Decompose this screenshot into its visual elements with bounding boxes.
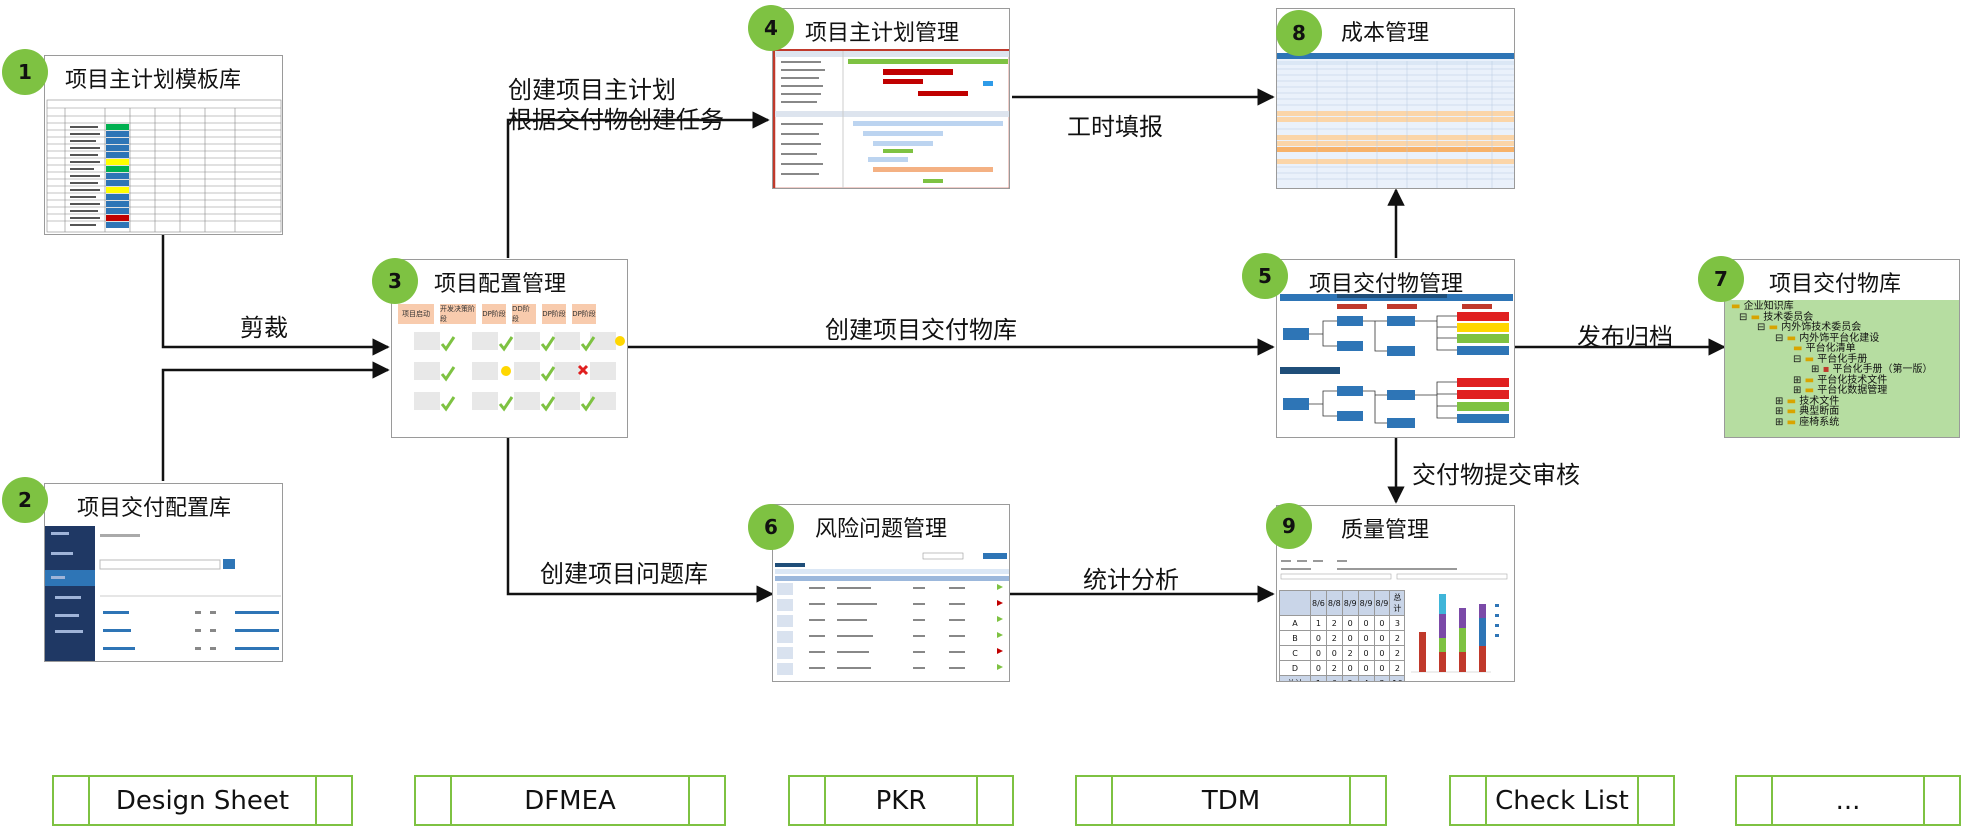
config-ui-thumbnail: [45, 526, 282, 661]
tree-root: 企业知识库: [1743, 301, 1794, 312]
edge-deliv-config-to-config: [161, 361, 390, 481]
node-1-title: 项目主计划模板库: [65, 68, 242, 93]
node-project-config[interactable]: 项目配置管理 项目启动 开发决策阶段 DP阶段 DD阶段 DP阶段 DP阶段: [391, 259, 628, 438]
node-2-title: 项目交付配置库: [77, 496, 232, 521]
phase-4: DD阶段: [512, 304, 536, 324]
node-3-title: 项目配置管理: [434, 272, 567, 297]
node-deliverable-management[interactable]: 项目交付物管理: [1276, 259, 1515, 438]
node-7-number: 7: [1698, 256, 1744, 302]
tree-item-10: 典型断面: [1799, 406, 1840, 417]
quality-stacked-bars: [1411, 594, 1499, 673]
tool-design-sheet-label: Design Sheet: [115, 785, 290, 816]
tree-item-9: 技术文件: [1799, 395, 1840, 407]
tool-check-list[interactable]: Check List: [1449, 775, 1675, 826]
tool-dfmea[interactable]: DFMEA: [414, 775, 726, 826]
tool-pkr[interactable]: PKR: [788, 775, 1014, 826]
edge-label-submit-review: 交付物提交审核: [1412, 461, 1580, 489]
tree-item-1: 技术委员会: [1763, 311, 1814, 323]
cost-sheet-thumbnail: [1277, 53, 1514, 188]
edge-label-create-deliv-lib: 创建项目交付物库: [825, 316, 1017, 344]
node-template-library[interactable]: 项目主计划模板库: [44, 55, 283, 235]
tool-design-sheet[interactable]: Design Sheet: [52, 775, 353, 826]
node-7-title: 项目交付物库: [1769, 272, 1902, 297]
gantt-thumbnail: [773, 49, 1009, 188]
tool-check-list-label: Check List: [1495, 785, 1629, 816]
node-4-title: 项目主计划管理: [805, 21, 960, 46]
quality-table: 8/6 8/8 8/9 8/9 8/9 总计 A 1 2 0 0 0 3 B 0…: [1279, 590, 1406, 681]
phase-5: DP阶段: [542, 304, 566, 324]
node-8-number: 8: [1276, 10, 1322, 56]
node-6-number: 6: [748, 504, 794, 550]
tree-item-11: 座椅系统: [1799, 416, 1840, 428]
deliverable-tree-thumbnail: [1277, 294, 1514, 437]
edge-config-to-risk: [506, 438, 774, 603]
node-cost-management[interactable]: 成本管理: [1276, 8, 1515, 189]
tool-dfmea-label: DFMEA: [524, 785, 616, 816]
node-deliverable-library[interactable]: 项目交付物库 ▬ 企业知识库 ⊟ ▬ 技术委员会 ⊟ ▬ 内外饰技术委员会 ⊟ …: [1724, 259, 1960, 438]
template-table-thumbnail: [45, 98, 282, 234]
issue-list-thumbnail: [773, 549, 1009, 681]
phase-6: DP阶段: [572, 304, 596, 324]
node-5-number: 5: [1242, 253, 1288, 299]
tree-item-7: 平台化技术文件: [1817, 374, 1888, 386]
edge-label-create-plan: 创建项目主计划: [508, 76, 676, 104]
tool-more-label: ...: [1835, 785, 1861, 816]
edge-label-publish: 发布归档: [1577, 323, 1673, 351]
tree-item-4: 平台化清单: [1805, 343, 1856, 354]
edge-label-hours: 工时填报: [1067, 113, 1163, 141]
config-matrix-thumbnail: 项目启动 开发决策阶段 DP阶段 DD阶段 DP阶段 DP阶段: [392, 302, 627, 437]
edge-label-cut: 剪裁: [240, 314, 288, 342]
edge-label-create-tasks: 根据交付物创建任务: [508, 106, 724, 134]
node-5-title: 项目交付物管理: [1309, 272, 1464, 297]
node-master-plan[interactable]: 项目主计划管理: [772, 8, 1010, 189]
node-risk-issue[interactable]: 风险问题管理: [772, 504, 1010, 682]
node-9-number: 9: [1266, 503, 1312, 549]
tool-pkr-label: PKR: [875, 785, 927, 816]
node-4-number: 4: [748, 5, 794, 51]
node-2-number: 2: [2, 477, 48, 523]
knowledge-tree-thumbnail: ▬ 企业知识库 ⊟ ▬ 技术委员会 ⊟ ▬ 内外饰技术委员会 ⊟ ▬ 内外饰平台…: [1725, 300, 1959, 437]
tree-item-8: 平台化数据管理: [1817, 385, 1888, 396]
tool-tdm-label: TDM: [1201, 785, 1261, 816]
node-8-title: 成本管理: [1341, 21, 1430, 46]
node-3-number: 3: [372, 258, 418, 304]
node-6-title: 风险问题管理: [815, 517, 948, 542]
quality-report-thumbnail: 8/6 8/8 8/9 8/9 8/9 总计 A 1 2 0 0 0 3 B 0…: [1277, 550, 1514, 681]
edge-label-create-issue-lib: 创建项目问题库: [540, 560, 708, 588]
phase-3: DP阶段: [482, 304, 506, 324]
edge-template-to-config: [161, 233, 390, 356]
tool-more[interactable]: ...: [1735, 775, 1961, 826]
tree-item-3: 内外饰平台化建设: [1799, 332, 1880, 344]
node-9-title: 质量管理: [1341, 518, 1430, 543]
node-deliverable-config-library[interactable]: 项目交付配置库: [44, 483, 283, 662]
edge-label-stats: 统计分析: [1083, 566, 1179, 594]
node-1-number: 1: [2, 49, 48, 95]
tree-item-5: 平台化手册: [1817, 353, 1868, 365]
tool-tdm[interactable]: TDM: [1075, 775, 1387, 826]
tree-item-6: 平台化手册（第一版）: [1832, 364, 1933, 375]
node-quality-management[interactable]: 质量管理 8/6 8/8 8/9 8/9 8/9 总计 A 1 2 0 0: [1276, 505, 1515, 682]
tree-item-2: 内外饰技术委员会: [1781, 322, 1862, 333]
edge-config-to-plan: [506, 111, 770, 258]
phase-1: 项目启动: [398, 304, 434, 324]
phase-2: 开发决策阶段: [440, 304, 476, 324]
